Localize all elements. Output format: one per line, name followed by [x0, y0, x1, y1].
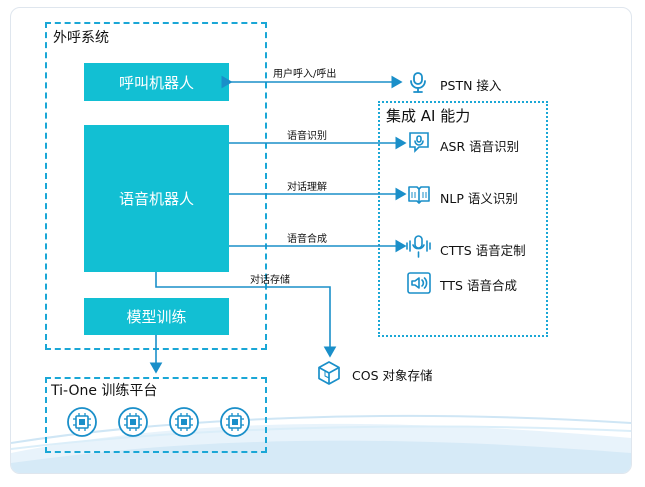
chip-icon — [118, 407, 148, 437]
chip-icon — [220, 407, 250, 437]
speaker-icon — [407, 272, 431, 294]
tione-group-title: Ti-One 训练平台 — [51, 383, 158, 399]
cube-icon — [318, 361, 340, 385]
background-wave — [11, 414, 631, 473]
cos-label: COS 对象存储 — [352, 368, 433, 383]
voice-robot-block: 语音机器人 — [84, 125, 229, 272]
microphone-icon — [410, 72, 426, 93]
edge-label-speech-recognition: 语音识别 — [287, 131, 327, 142]
pstn-label: PSTN 接入 — [440, 78, 502, 93]
voice-recognition-icon — [409, 132, 429, 153]
model-training-block: 模型训练 — [84, 298, 229, 335]
book-icon — [408, 186, 430, 204]
ai-group-title: 集成 AI 能力 — [386, 107, 471, 125]
edge-label-dialog-storage: 对话存储 — [250, 275, 290, 286]
chip-icon — [67, 407, 97, 437]
call-robot-block: 呼叫机器人 — [84, 63, 229, 101]
edge-label-user-call: 用户呼入/呼出 — [273, 69, 337, 80]
tione-group — [45, 377, 267, 453]
edge-label-dialog-understanding: 对话理解 — [287, 182, 327, 193]
chip-icon — [169, 407, 199, 437]
tts-label: TTS 语音合成 — [440, 278, 517, 293]
outbound-system-title: 外呼系统 — [53, 30, 109, 46]
storage-arrow — [155, 272, 337, 358]
ctts-label: CTTS 语音定制 — [440, 243, 526, 258]
asr-label: ASR 语音识别 — [440, 139, 520, 154]
ai-capability-group — [378, 101, 548, 337]
microphone-waveform-icon — [406, 235, 431, 258]
nlp-label: NLP 语义识别 — [440, 191, 518, 206]
edge-label-speech-synthesis: 语音合成 — [287, 234, 327, 245]
